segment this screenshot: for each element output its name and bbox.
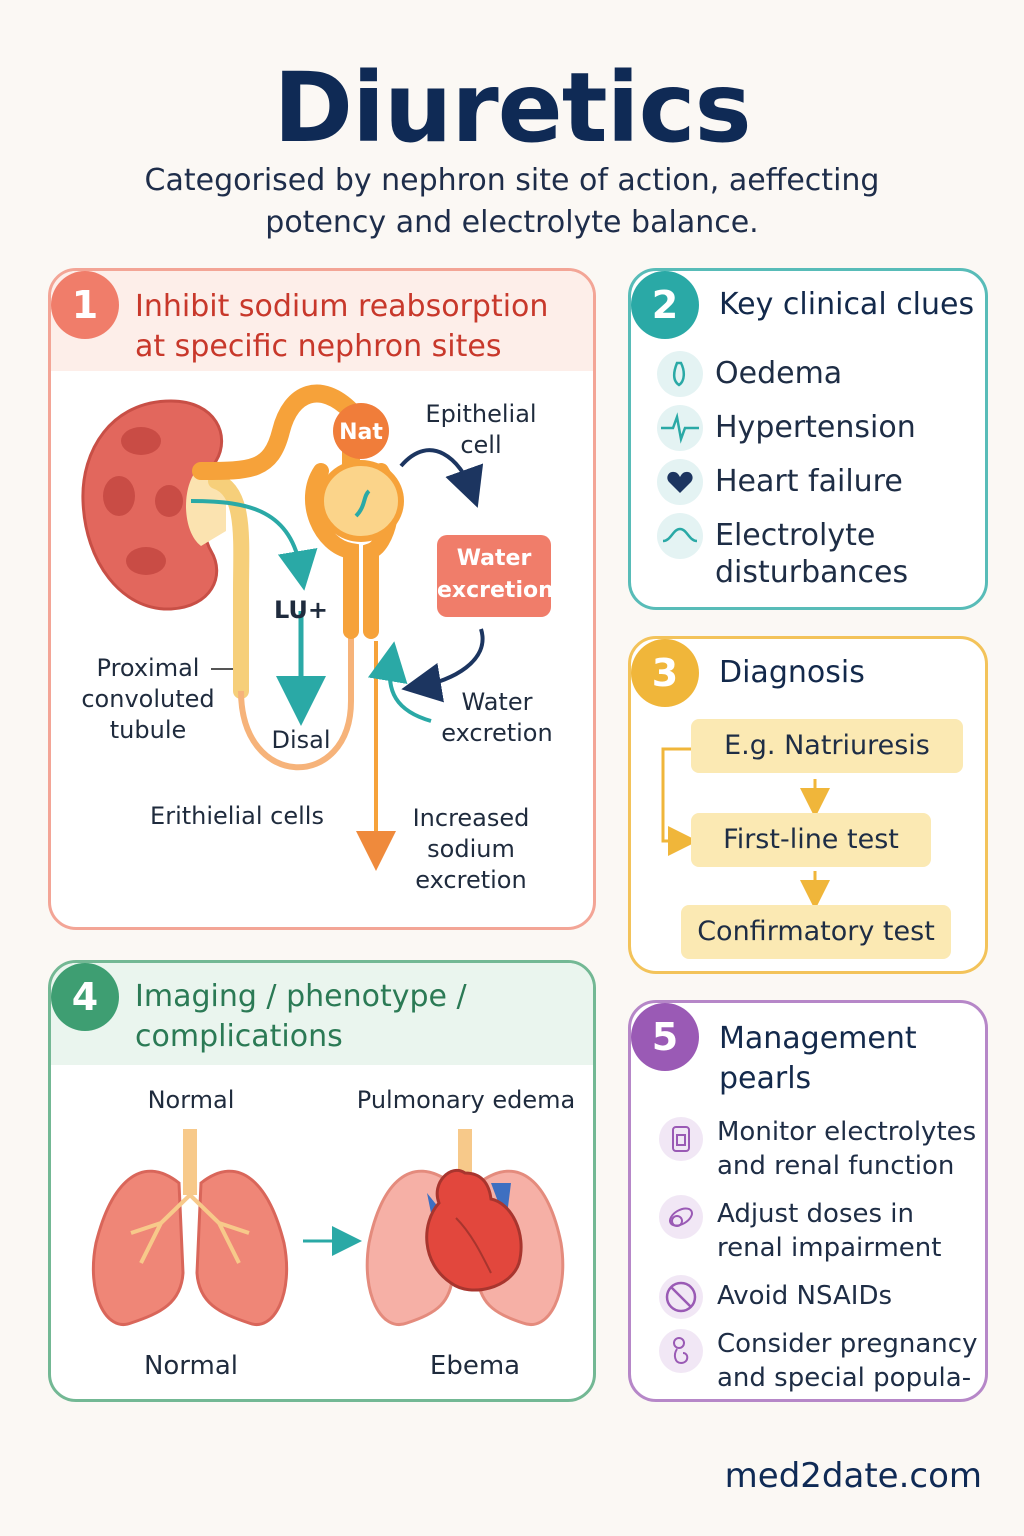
panel-management-title: Management pearls [719, 1019, 917, 1099]
page-subtitle: Categorised by nephron site of action, a… [60, 160, 964, 244]
increased-line-2: sodium [427, 835, 515, 863]
heart-shape [425, 1168, 523, 1292]
clue-electrolyte-line-2: disturbances [715, 555, 909, 590]
panel-mechanism-title: Inhibit sodium reabsorption at specific … [135, 287, 548, 367]
water-box-line-1: Water [456, 546, 532, 571]
title-line-1: Inhibit sodium reabsorption [135, 289, 549, 324]
clue-electrolyte: Electrolyte disturbances [715, 517, 908, 591]
arrow-navy-2 [401, 628, 485, 703]
epithelial-line-2: cell [460, 431, 502, 459]
subtitle-line-1: Categorised by nephron site of action, a… [144, 163, 880, 198]
footer-website: med2date.com [724, 1456, 982, 1496]
lu-label: LU+ [273, 596, 329, 624]
increased-line-3: excretion [415, 866, 527, 894]
arrow-teal-3 [367, 641, 432, 723]
pearl-adjust: Adjust doses in renal impairment [717, 1197, 941, 1265]
wave-icon [657, 513, 703, 559]
label-normal-bottom: Normal [143, 1351, 239, 1381]
imaging-title-line-2: complications [135, 1019, 343, 1054]
panel-number-5: 5 [631, 1003, 699, 1071]
title-line-2: at specific nephron sites [135, 329, 502, 364]
increased-sodium-label: Increased sodium excretion [395, 803, 547, 896]
nat-label: Nat [339, 420, 383, 445]
clue-heart-failure: Heart failure [715, 464, 903, 499]
pearl-avoid-nsaids: Avoid NSAIDs [717, 1281, 893, 1311]
panel-management: 5 Management pearls Monitor electrolytes… [628, 1000, 988, 1402]
panel-imaging-title: Imaging / phenotype / complications [135, 977, 467, 1057]
panel-mechanism: 1 Inhibit sodium reabsorption at specifi… [48, 268, 596, 930]
water-exc-line-2: excretion [441, 719, 553, 747]
diagnosis-step-1: E.g. Natriuresis [691, 719, 963, 773]
monitor-icon [659, 1117, 703, 1161]
water-excretion-label: Water excretion [423, 687, 571, 749]
water-box-label: Water excretion [437, 543, 554, 607]
water-box-line-2: excretion [437, 578, 554, 603]
management-title-line-2: pearls [719, 1061, 812, 1096]
proximal-tubule [208, 473, 250, 699]
imaging-title-line-1: Imaging / phenotype / [135, 979, 467, 1014]
pearl-pregnancy: Consider pregnancy and special popula- [717, 1327, 977, 1395]
label-pulmonary-edema: Pulmonary edema [356, 1086, 576, 1114]
panel-clinical-clues: 2 Key clinical clues Oedema Hypertension… [628, 268, 988, 610]
pearl-adjust-line-2: renal impairment [717, 1233, 942, 1263]
panel-mechanism-header [51, 271, 593, 371]
nephron-diagram [81, 384, 551, 871]
kidney-icon [81, 399, 226, 611]
pearl-adjust-line-1: Adjust doses in [717, 1199, 915, 1229]
pulse-icon [657, 405, 703, 451]
pill-icon [659, 1195, 703, 1239]
subtitle-line-2: potency and electrolyte balance. [265, 205, 759, 240]
pearl-pregnancy-line-1: Consider pregnancy [717, 1329, 978, 1359]
label-normal-top: Normal [147, 1086, 235, 1114]
pearl-monitor: Monitor electrolytes and renal function [717, 1115, 976, 1183]
diagnosis-step-2: First-line test [691, 813, 931, 867]
panel-number-3: 3 [631, 639, 699, 707]
clue-electrolyte-line-1: Electrolyte [715, 518, 876, 553]
erithielial-label: Erithielial cells [150, 802, 324, 830]
label-ebema: Ebema [429, 1351, 521, 1381]
proximal-label: Proximal convoluted tubule [73, 653, 223, 746]
panel-number-2: 2 [631, 271, 699, 339]
panel-number-1: 1 [51, 271, 119, 339]
pearl-monitor-line-1: Monitor electrolytes [717, 1117, 977, 1147]
loop-of-henle [238, 571, 354, 771]
oedema-icon [657, 351, 703, 397]
epithelial-line-1: Epithelial [425, 400, 537, 428]
pregnancy-icon [659, 1329, 703, 1373]
nat-circle [333, 403, 389, 459]
distal-tubule [192, 384, 360, 500]
pearl-monitor-line-2: and renal function [717, 1151, 955, 1181]
increased-line-1: Increased [412, 804, 530, 832]
epithelial-label: Epithelial cell [411, 399, 551, 461]
proximal-line-1: Proximal [96, 654, 200, 682]
diagnosis-flow-arrows [661, 747, 830, 910]
panel-number-4: 4 [51, 963, 119, 1031]
page-title: Diuretics [273, 52, 751, 164]
panel-clinical-title: Key clinical clues [719, 287, 975, 322]
edema-lungs-icon [365, 1129, 565, 1326]
proximal-line-3: tubule [109, 716, 187, 744]
lungs-diagram [91, 1129, 565, 1326]
diagnosis-step-3: Confirmatory test [681, 905, 951, 959]
disal-label: Disal [271, 726, 331, 754]
arrow-teal-1 [190, 499, 318, 591]
panel-imaging-header [51, 963, 593, 1065]
panel-diagnosis: 3 Diagnosis E.g. Natriuresis First-line … [628, 636, 988, 974]
normal-lungs-icon [91, 1129, 289, 1326]
epithelial-cell-shape [318, 460, 404, 542]
water-exc-line-1: Water [461, 688, 533, 716]
no-nsaid-icon [659, 1275, 703, 1319]
management-title-line-1: Management [719, 1021, 917, 1056]
clue-hypertension: Hypertension [715, 410, 916, 445]
proximal-line-2: convoluted [81, 685, 215, 713]
pearl-pregnancy-line-2: and special popula- [717, 1363, 972, 1393]
panel-diagnosis-title: Diagnosis [719, 655, 865, 690]
panel-imaging: 4 Imaging / phenotype / complications No… [48, 960, 596, 1402]
arrow-navy-1 [399, 448, 484, 508]
heart-icon [657, 459, 703, 505]
water-excretion-box [437, 535, 551, 617]
clue-oedema: Oedema [715, 356, 843, 391]
